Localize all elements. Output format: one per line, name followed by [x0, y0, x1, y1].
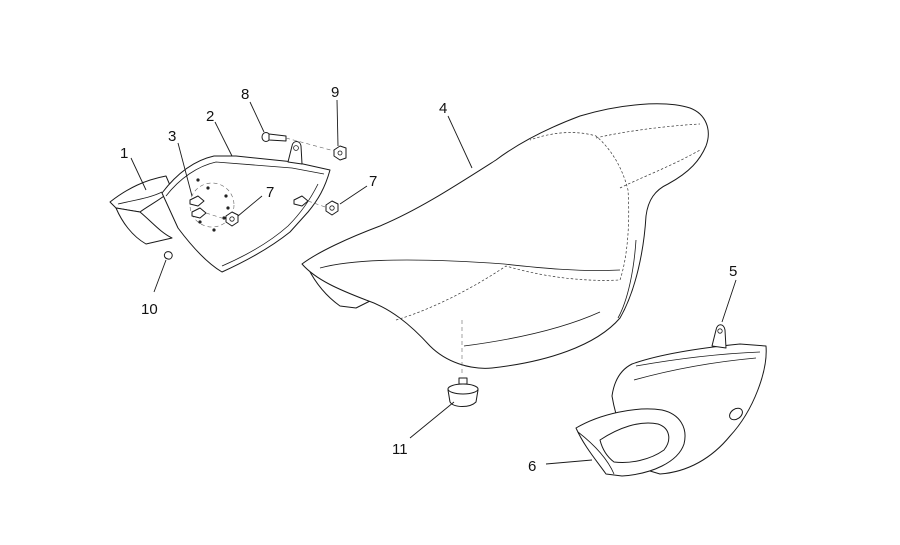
- leader-11: [409, 401, 455, 439]
- leader-1: [130, 157, 147, 191]
- leader-5: [721, 279, 737, 323]
- leader-7b: [339, 185, 368, 205]
- part-9-clip-nut: [333, 145, 347, 161]
- part-8-screw: [261, 132, 339, 153]
- part-2-seat-base-plate: [161, 141, 331, 273]
- callout-3: 3: [168, 128, 176, 145]
- callout-6: 6: [528, 458, 536, 475]
- callout-4: 4: [439, 100, 447, 117]
- part-11-rubber-buffer: [447, 377, 479, 407]
- leader-3: [177, 142, 193, 197]
- part-3-clips: [189, 195, 329, 221]
- leader-2: [214, 121, 233, 157]
- leader-7a: [237, 195, 263, 217]
- callout-1: 1: [120, 145, 128, 162]
- callout-2: 2: [206, 108, 214, 125]
- leader-6: [545, 459, 593, 465]
- part-7-nut-right: [325, 200, 339, 216]
- callout-8: 8: [241, 86, 249, 103]
- callout-labels: 1 2 3 4 5 6 7 7 8 9 10 11: [120, 84, 737, 475]
- leader-10: [153, 259, 167, 293]
- callout-7-right: 7: [369, 173, 377, 190]
- part-10-ring: [163, 251, 173, 260]
- part-7-nut-left: [225, 211, 239, 227]
- leader-8: [249, 101, 265, 133]
- callout-10: 10: [141, 301, 158, 318]
- part-1-front-cover: [109, 175, 173, 245]
- callout-11: 11: [392, 441, 408, 458]
- leader-lines: [130, 99, 737, 465]
- leader-4: [447, 115, 473, 169]
- callout-9: 9: [331, 84, 339, 101]
- part-4-seat: [301, 103, 709, 376]
- part-6-rear-insert: [575, 408, 686, 477]
- callout-5: 5: [729, 263, 737, 280]
- callout-7-left: 7: [266, 184, 274, 201]
- leader-9: [336, 99, 339, 147]
